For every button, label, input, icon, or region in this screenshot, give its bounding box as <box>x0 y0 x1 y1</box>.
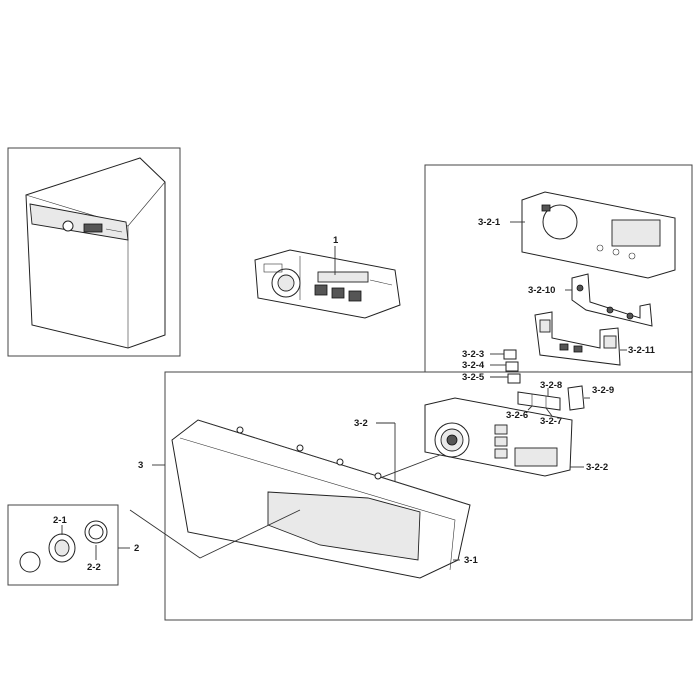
appliance-overview-inset <box>7 147 181 357</box>
label-3-2-7: 3-2-7 <box>540 416 562 427</box>
label-2-1: 2-1 <box>53 515 67 526</box>
label-3-2-4: 3-2-4 <box>462 360 485 371</box>
label-2-2: 2-2 <box>87 562 101 573</box>
label-3-2-8: 3-2-8 <box>540 380 562 391</box>
part-3-frame <box>164 371 693 621</box>
part-3-2-2-front-panel <box>424 397 573 477</box>
part-3-2-10-button-strip <box>571 273 653 327</box>
label-3-2-2: 3-2-2 <box>586 462 608 473</box>
label-3-2: 3-2 <box>354 418 368 429</box>
label-3-2-1: 3-2-1 <box>478 217 501 228</box>
label-1: 1 <box>333 235 339 246</box>
label-3-2-5: 3-2-5 <box>462 372 485 383</box>
parts-3-2-3-to-3-2-5-buttons <box>503 349 521 384</box>
part-3-2-1-frame-bracket <box>521 191 676 279</box>
label-3-2-11: 3-2-11 <box>628 345 656 356</box>
label-3-2-3: 3-2-3 <box>462 349 484 360</box>
part-3-2-11-button-holder <box>534 311 621 366</box>
part-2-knob-inset <box>7 504 130 586</box>
leader-lines <box>152 221 627 561</box>
part-3-2-9-button <box>567 385 585 411</box>
label-3-2-6: 3-2-6 <box>506 410 528 421</box>
parts-3-2-6-to-3-2-8-buttons <box>517 391 561 411</box>
part-3-1-panel-housing <box>129 419 471 579</box>
label-3-2-10: 3-2-10 <box>528 285 555 296</box>
label-3-2-9: 3-2-9 <box>592 385 614 396</box>
part-1-pcb-assembly <box>254 246 401 319</box>
label-3-1: 3-1 <box>464 555 478 566</box>
label-3: 3 <box>138 460 143 471</box>
label-2: 2 <box>134 543 139 554</box>
